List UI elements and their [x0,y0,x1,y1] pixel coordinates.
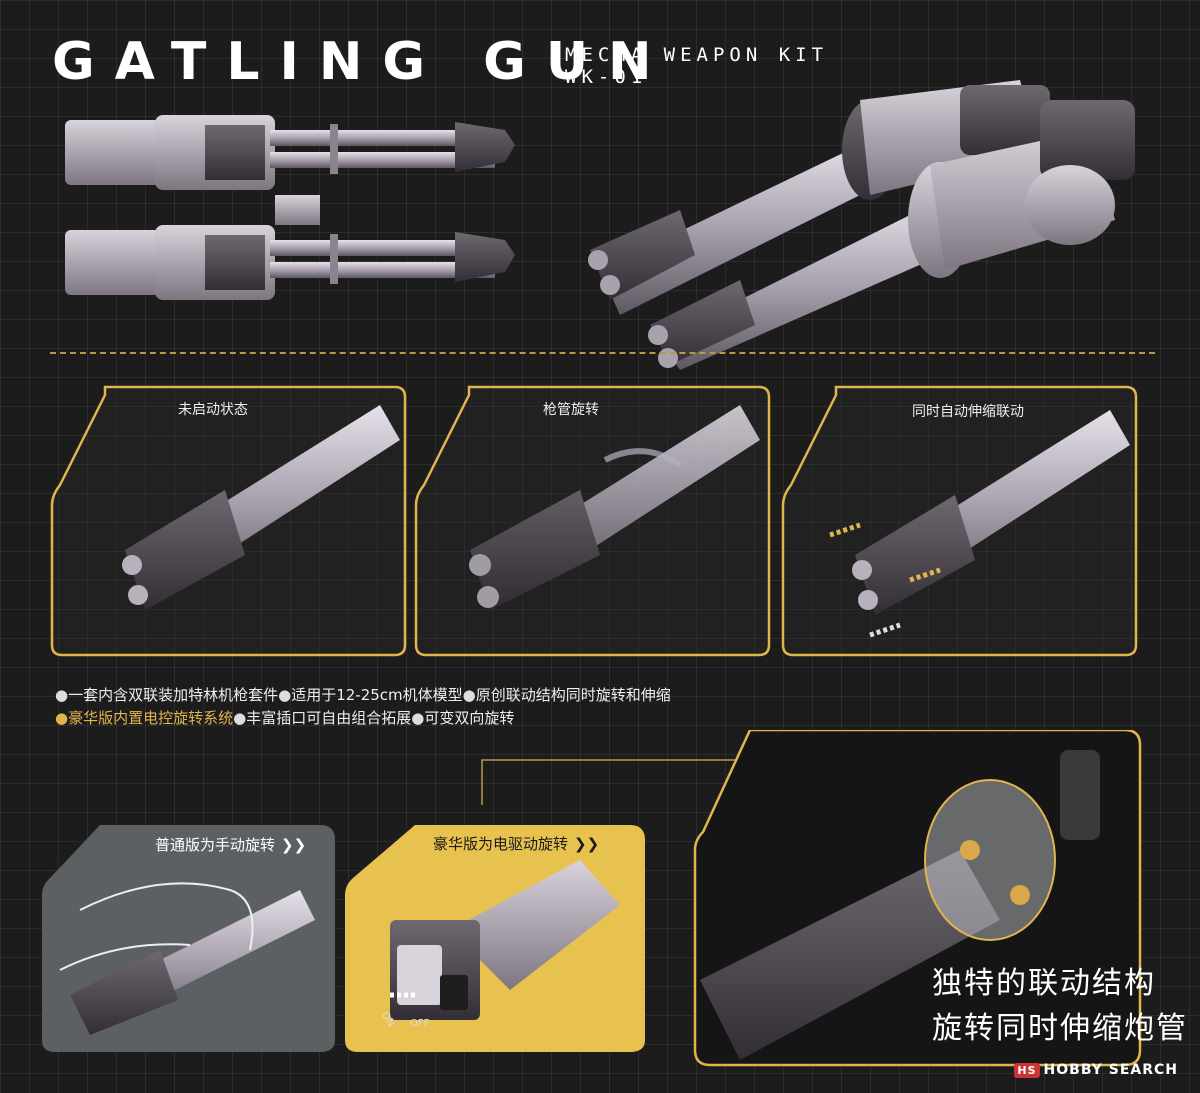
feature-item: 可变双向旋转 [424,709,515,727]
detail-caption-line1: 独特的联动结构 [932,966,1156,1001]
switch-off-label: OFF [410,1018,430,1029]
section-divider [50,352,1155,354]
product-code: WK-01 [565,66,648,88]
panel-label-rotate: 枪管旋转 [543,402,599,418]
chevron-right-icon: ❯❯ [281,836,307,854]
version-panels [42,730,1142,1067]
feature-item: 原创联动结构同时旋转和伸缩 [475,686,671,704]
deluxe-version-label: 豪华版为电驱动旋转❯❯ [433,835,600,853]
feature-item: 一套内含双联装加特林机枪套件 [68,686,279,704]
twin-gatling-side-view [65,115,515,300]
twin-gatling-perspective-view [588,80,1135,370]
standard-version-label: 普通版为手动旋转❯❯ [155,836,307,854]
panel-label-extend: 同时自动伸缩联动 [912,404,1024,420]
detail-caption-line2: 旋转同时伸缩炮管 [932,1011,1188,1046]
feature-item: 丰富插口可自由组合拓展 [246,709,412,727]
product-subtitle: MECHA WEAPON KIT [565,44,829,66]
feature-list-line1: ●一套内含双联装加特林机枪套件●适用于12-25cm机体模型●原创联动结构同时旋… [55,686,671,704]
product-title: GATLING GUN [52,32,672,92]
feature-list-line2: ●豪华版内置电控旋转系统●丰富插口可自由组合拓展●可变双向旋转 [55,709,515,727]
hobby-search-logo-icon: HS [1014,1063,1040,1078]
chevron-right-icon: ❯❯ [574,835,600,853]
mode-panels-frames [50,385,1138,657]
panel-label-idle: 未启动状态 [178,402,248,418]
feature-item: 适用于12-25cm机体模型 [291,686,463,704]
feature-item-highlight: 豪华版内置电控旋转系统 [68,709,234,727]
